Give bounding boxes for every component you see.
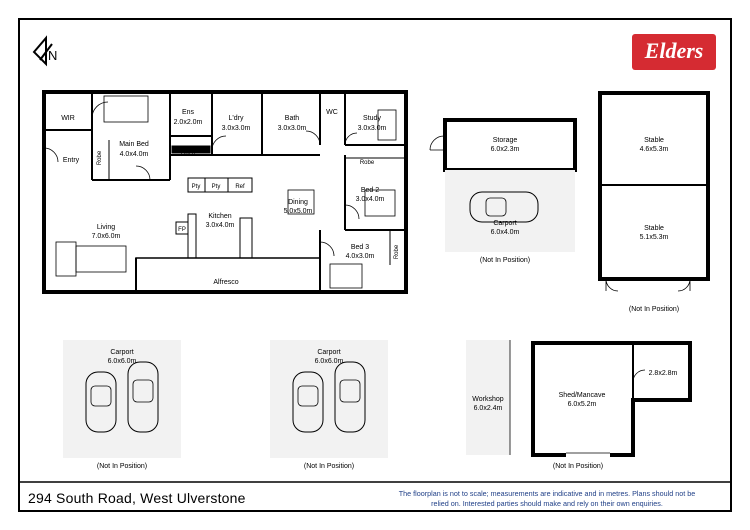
fp-label: FP bbox=[178, 227, 186, 233]
stable2-name: Stable bbox=[644, 225, 664, 232]
storage-size: 6.0x2.3m bbox=[491, 146, 520, 153]
main-bed-name: Main Bed bbox=[119, 141, 149, 148]
ldry-name: L'dry bbox=[229, 115, 244, 122]
alfresco-label: Alfresco bbox=[213, 279, 238, 286]
carport-a-labels: Carport 6.0x6.0m (Not In Position) bbox=[97, 349, 147, 470]
carport-a-not-in-position: (Not In Position) bbox=[97, 463, 147, 470]
stable1-name: Stable bbox=[644, 137, 664, 144]
storage-name: Storage bbox=[493, 137, 518, 144]
study-name: Study bbox=[363, 115, 381, 122]
dining-name: Dining bbox=[288, 199, 308, 206]
carport-top-size: 6.0x4.0m bbox=[491, 229, 520, 236]
ens-name: Ens bbox=[182, 109, 195, 116]
bath-size: 3.0x3.0m bbox=[278, 125, 307, 132]
carport-b-size: 6.0x6.0m bbox=[315, 358, 344, 365]
living-size: 7.0x6.0m bbox=[92, 233, 121, 240]
logo-text: Elders bbox=[644, 38, 704, 63]
bed2-name: Bed 2 bbox=[361, 187, 379, 194]
house-labels: WIR Main Bed 4.0x4.0m Ens 2.0x2.0m L'dry… bbox=[61, 109, 400, 286]
living-name: Living bbox=[97, 224, 115, 231]
house-plan bbox=[42, 90, 408, 294]
carport-b-labels: Carport 6.0x6.0m (Not In Position) bbox=[304, 349, 354, 470]
dining-size: 5.0x5.0m bbox=[284, 208, 313, 215]
stables-plan bbox=[598, 91, 710, 292]
elders-logo: Elders bbox=[632, 34, 716, 70]
carport-a-size: 6.0x6.0m bbox=[108, 358, 137, 365]
shed-labels: Workshop 6.0x2.4m Shed/Mancave 6.0x5.2m … bbox=[472, 370, 677, 470]
carport-b-plan bbox=[270, 340, 388, 458]
stables-labels: Stable 4.6x5.3m Stable 5.1x5.3m (Not In … bbox=[629, 137, 679, 313]
compass-label: N bbox=[48, 48, 57, 63]
page-frame bbox=[18, 18, 732, 512]
carport-a-plan bbox=[63, 340, 181, 458]
storage-carport-labels: Storage 6.0x2.3m Carport 6.0x4.0m (Not I… bbox=[480, 137, 530, 264]
property-address: 294 South Road, West Ulverstone bbox=[28, 490, 246, 506]
ens-size: 2.0x2.0m bbox=[174, 119, 203, 126]
shed-size: 6.0x5.2m bbox=[568, 401, 597, 408]
linen-label: Linen bbox=[181, 151, 196, 157]
storage-carport-plan bbox=[429, 118, 577, 252]
wc-label: WC bbox=[326, 109, 338, 116]
workshop-size: 6.0x2.4m bbox=[474, 405, 503, 412]
stables-not-in-position: (Not In Position) bbox=[629, 306, 679, 313]
robe-label-bed3: Robe bbox=[394, 244, 400, 259]
carport-a-name: Carport bbox=[110, 349, 133, 356]
wir-label: WIR bbox=[61, 115, 75, 122]
bath-name: Bath bbox=[285, 115, 300, 122]
shed-not-in-position: (Not In Position) bbox=[553, 463, 603, 470]
stable2-size: 5.1x5.3m bbox=[640, 234, 669, 241]
robe-label-main: Robe bbox=[97, 150, 103, 165]
bed3-name: Bed 3 bbox=[351, 244, 369, 251]
kitchen-name: Kitchen bbox=[208, 213, 231, 220]
ref-label: Ref bbox=[235, 184, 245, 190]
robe-label-bed2: Robe bbox=[360, 160, 375, 166]
bed2-size: 3.0x4.0m bbox=[356, 196, 385, 203]
annex-size: 2.8x2.8m bbox=[649, 370, 678, 377]
pantry-label-2: Pty bbox=[212, 184, 221, 190]
workshop-name: Workshop bbox=[472, 396, 503, 403]
ldry-size: 3.0x3.0m bbox=[222, 125, 251, 132]
north-compass-icon: N bbox=[32, 35, 57, 67]
main-bed-size: 4.0x4.0m bbox=[120, 151, 149, 158]
study-size: 3.0x3.0m bbox=[358, 125, 387, 132]
kitchen-size: 3.0x4.0m bbox=[206, 222, 235, 229]
carport-top-name: Carport bbox=[493, 220, 516, 227]
shed-plan bbox=[466, 340, 692, 457]
stable1-size: 4.6x5.3m bbox=[640, 146, 669, 153]
carport-top-not-in-position: (Not In Position) bbox=[480, 257, 530, 264]
carport-b-name: Carport bbox=[317, 349, 340, 356]
pantry-label-1: Pty bbox=[192, 184, 201, 190]
shed-name: Shed/Mancave bbox=[559, 392, 606, 399]
carport-b-not-in-position: (Not In Position) bbox=[304, 463, 354, 470]
entry-label: Entry bbox=[63, 157, 80, 164]
bed3-size: 4.0x3.0m bbox=[346, 253, 375, 260]
disclaimer-text: The floorplan is not to scale; measureme… bbox=[398, 489, 696, 508]
